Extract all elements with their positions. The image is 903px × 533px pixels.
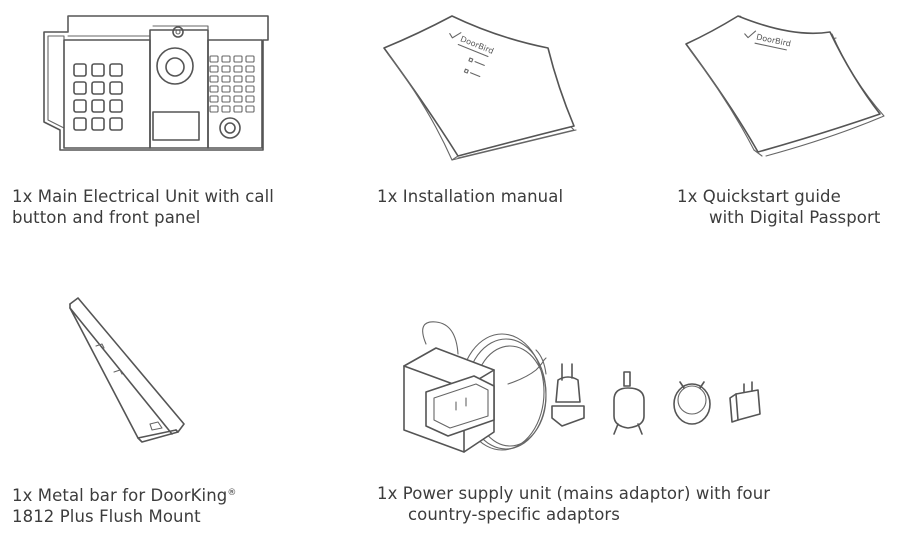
installation-manual-illustration: DoorBird [378, 8, 588, 168]
caption-line: button and front panel [12, 208, 201, 227]
quickstart-guide-caption: 1x Quickstart guide with Digital Passpor… [677, 186, 880, 228]
main-unit-illustration [38, 10, 278, 160]
main-unit-caption: 1x Main Electrical Unit with call button… [12, 186, 274, 228]
caption-line: 1x Power supply unit (mains adaptor) wit… [377, 484, 771, 503]
registered-mark: ® [227, 488, 237, 498]
caption-line: 1812 Plus Flush Mount [12, 507, 201, 526]
installation-manual-caption: 1x Installation manual [377, 186, 563, 207]
caption-line: country-specific adaptors [408, 505, 620, 524]
caption-line: 1x Installation manual [377, 187, 564, 206]
caption-line: 1x Quickstart guide [677, 187, 841, 206]
caption-line: 1x Metal bar for DoorKing® [12, 483, 236, 506]
power-supply-caption: 1x Power supply unit (mains adaptor) wit… [377, 483, 770, 525]
caption-line: 1x Main Electrical Unit with call [12, 187, 274, 206]
caption-line: with Digital Passport [709, 208, 881, 227]
metal-bar-caption: 1x Metal bar for DoorKing® 1812 Plus Flu… [12, 483, 236, 527]
power-supply-illustration [396, 314, 776, 464]
quickstart-guide-illustration: DoorBird [682, 10, 892, 160]
caption-line-text: 1x Metal bar for DoorKing [12, 486, 228, 505]
metal-bar-illustration [66, 296, 196, 446]
